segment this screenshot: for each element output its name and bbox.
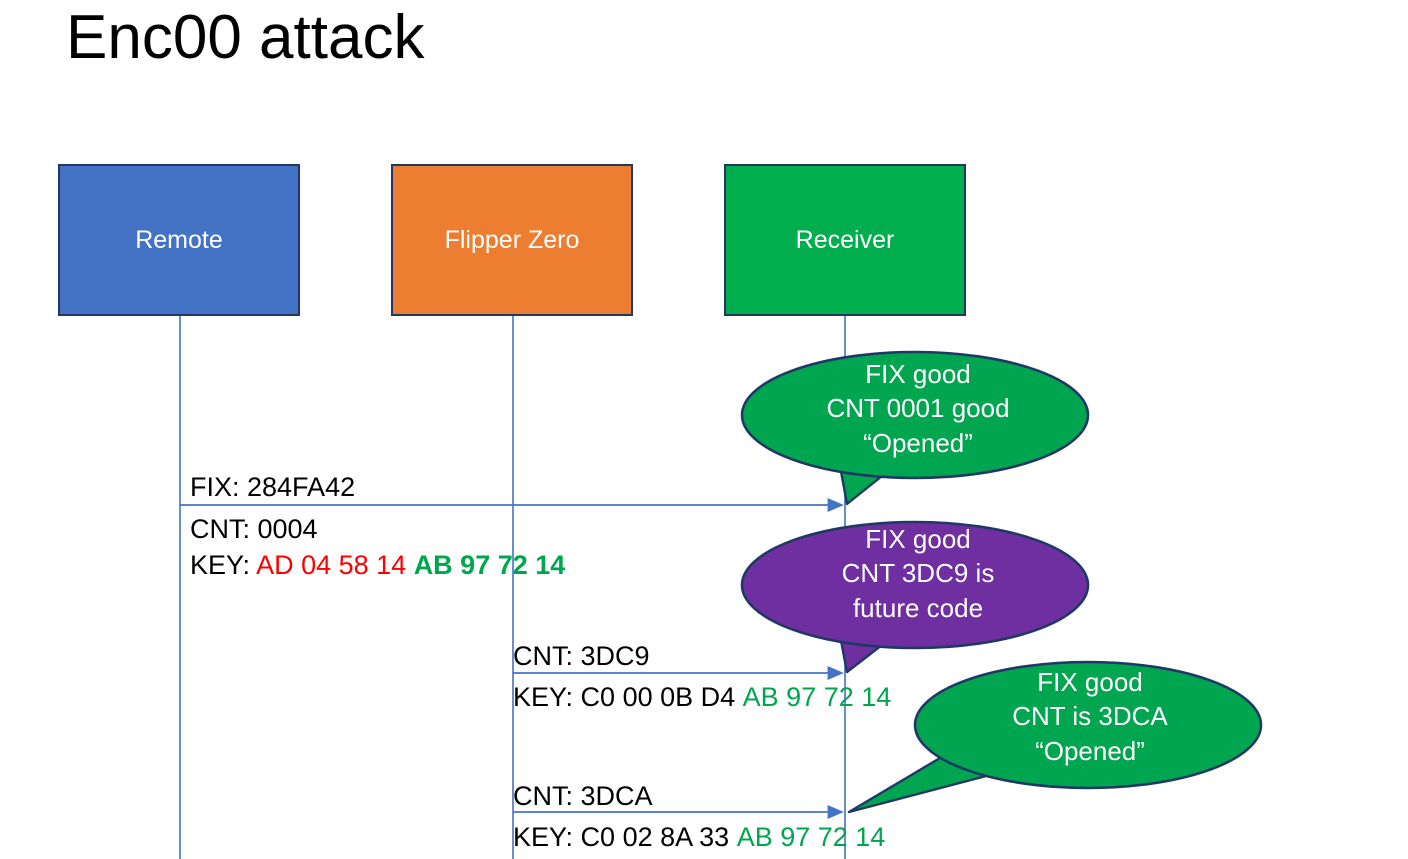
message-2-key-label: KEY: C0 00 0B D4 AB 97 72 14 (513, 681, 891, 713)
key-space (735, 682, 743, 712)
callout-1-line-3: “Opened” (863, 427, 973, 458)
callout-1-line-2: CNT 0001 good (826, 393, 1010, 424)
callout-1-shape (740, 350, 1090, 506)
callout-3-text: FIX good CNT is 3DCA “Opened” (940, 665, 1240, 768)
message-3-key-label: KEY: C0 02 8A 33 AB 97 72 14 (513, 821, 885, 853)
key-space (729, 822, 737, 852)
callout-2-line-2: CNT 3DC9 is (841, 558, 995, 589)
callout-1-text: FIX good CNT 0001 good “Opened” (768, 357, 1068, 460)
key-bytes-black: C0 02 8A 33 (580, 822, 730, 852)
callout-3-line-3: “Opened” (1035, 735, 1145, 766)
participant-box-receiver[interactable]: Receiver (724, 164, 966, 316)
callout-3-shape (847, 660, 1263, 814)
page-title: Enc00 attack (66, 3, 425, 72)
key-bytes-green: AB 97 72 14 (413, 550, 566, 580)
message-1-key-label: KEY: AD 04 58 14 AB 97 72 14 (190, 549, 565, 581)
key-bytes-green: AB 97 72 14 (736, 822, 886, 852)
message-2-cnt-label: CNT: 3DC9 (513, 641, 650, 671)
callout-1-line-1: FIX good (865, 359, 971, 389)
key-prefix: KEY: (513, 822, 581, 852)
key-bytes-black: C0 00 0B D4 (580, 682, 736, 712)
message-3-cnt-label: CNT: 3DCA (513, 781, 653, 811)
key-bytes-green: AB 97 72 14 (742, 682, 892, 712)
key-space (406, 550, 414, 580)
message-1-fix-label: FIX: 284FA42 (190, 472, 356, 502)
participant-label-flipper: Flipper Zero (444, 225, 580, 254)
participant-label-remote: Remote (135, 225, 223, 254)
participant-label-receiver: Receiver (795, 225, 895, 254)
callout-2-text: FIX good CNT 3DC9 is future code (768, 522, 1068, 625)
callout-3-line-1: FIX good (1037, 667, 1143, 697)
key-prefix: KEY: (513, 682, 581, 712)
key-bytes-red: AD 04 58 14 (256, 550, 407, 580)
callout-2-line-3: future code (852, 592, 984, 623)
participant-box-remote[interactable]: Remote (58, 164, 300, 316)
message-1-cnt-label: CNT: 0004 (190, 514, 318, 544)
callout-3-line-2: CNT is 3DCA (1012, 701, 1168, 732)
participant-box-flipper[interactable]: Flipper Zero (391, 164, 633, 316)
callout-2-shape (740, 520, 1090, 674)
callout-2-line-1: FIX good (865, 524, 971, 554)
key-prefix: KEY: (190, 550, 257, 580)
